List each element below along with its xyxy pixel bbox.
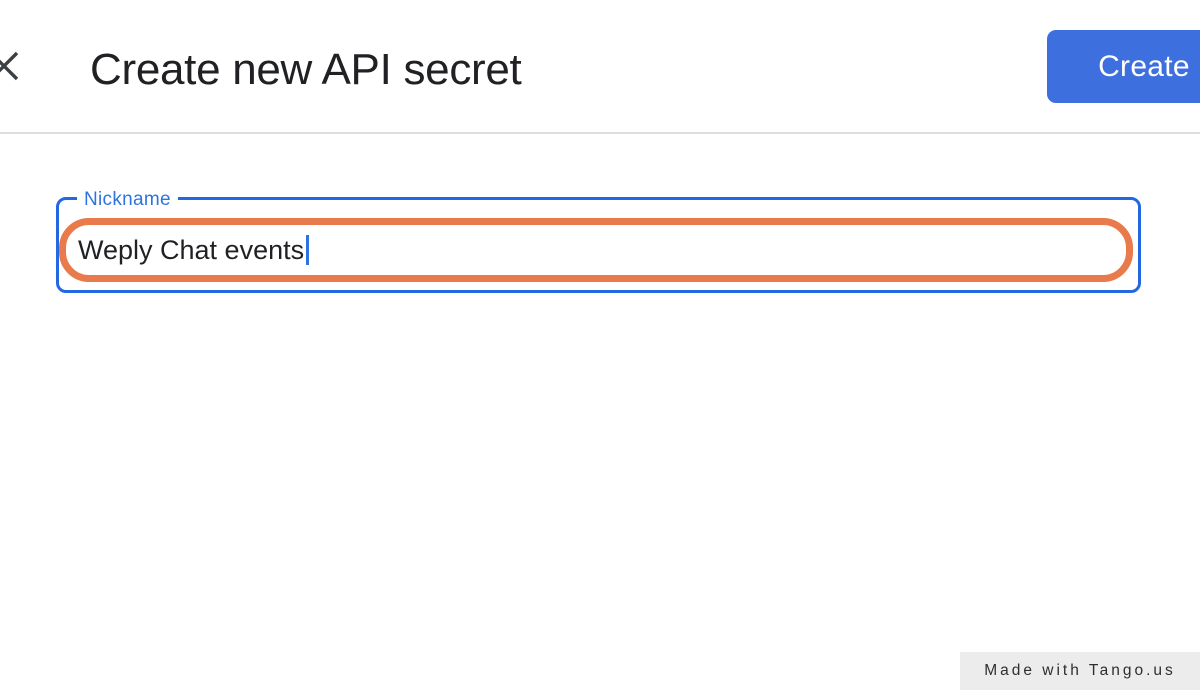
nickname-field-label: Nickname [77, 187, 178, 213]
header-divider [0, 132, 1200, 134]
close-button[interactable] [0, 48, 22, 84]
nickname-input[interactable]: Weply Chat events [66, 225, 1126, 275]
close-icon [0, 51, 19, 81]
text-cursor [306, 235, 310, 265]
nickname-field: Nickname Weply Chat events [56, 187, 1141, 293]
tango-badge[interactable]: Made with Tango.us [960, 652, 1200, 690]
dialog-title: Create new API secret [90, 45, 522, 94]
create-button[interactable]: Create [1047, 30, 1200, 103]
tango-highlight-ring: Weply Chat events [59, 218, 1133, 282]
nickname-input-value: Weply Chat events [78, 234, 305, 265]
